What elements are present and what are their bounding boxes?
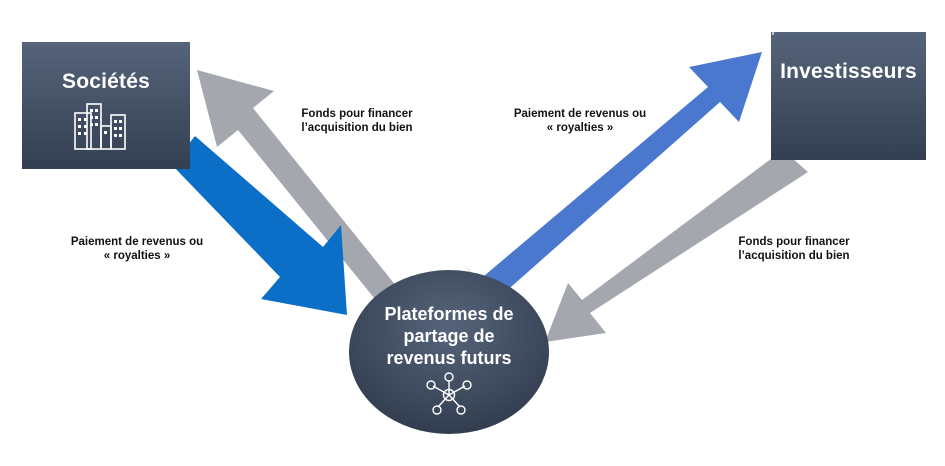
investisseurs-title: Investisseurs (780, 60, 917, 83)
label-plateformes-to-societes: Fonds pour financer l’acquisition du bie… (301, 108, 413, 134)
societes-box (22, 42, 190, 169)
arrow-plateformes-to-societes (197, 70, 426, 309)
plateformes-circle (349, 270, 549, 434)
label-plateformes-to-investisseurs: Paiement de revenus ou « royalties » (513, 108, 647, 134)
societes-title: Sociétés (62, 70, 150, 93)
investisseurs-box (771, 32, 926, 160)
person-icon (745, 14, 757, 36)
person-icon (742, 0, 754, 14)
label-investisseurs-to-plateformes: Fonds pour financer l’acquisition du bie… (738, 236, 850, 262)
person-icon (735, 14, 747, 36)
network-people-icon (426, 372, 472, 415)
arrow-plateformes-to-investisseurs (463, 52, 762, 302)
arrow-investisseurs-to-plateformes (545, 150, 808, 342)
person-icon (732, 0, 744, 14)
buildings-icon (74, 103, 126, 150)
label-societes-to-plateformes: Paiement de revenus ou « royalties » (70, 236, 204, 262)
person-icon (755, 14, 767, 36)
person-icon (752, 0, 764, 14)
arrow-societes-to-plateformes (172, 136, 347, 315)
person-icon (725, 14, 737, 36)
plateformes-title: Plateformes de partage de revenus futurs (384, 304, 514, 368)
people-group-icon (725, 0, 777, 36)
